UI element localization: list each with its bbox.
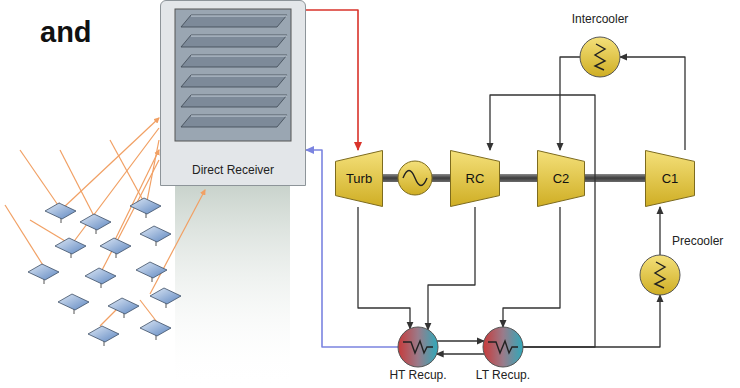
flow-connector <box>428 207 475 330</box>
trapezoid <box>451 151 500 207</box>
node-label: HT Recup. <box>389 368 446 382</box>
plate-highlight <box>191 116 287 117</box>
flow-connector <box>523 295 660 347</box>
plate-highlight <box>191 76 287 77</box>
absorber-plate <box>181 75 287 87</box>
receiver-box: Direct Receiver <box>160 0 306 186</box>
compressor-block: C2 <box>537 150 585 207</box>
exchanger-circle <box>397 326 439 368</box>
circle-outline <box>398 327 438 367</box>
coil-symbol <box>595 44 605 70</box>
heat-exchanger: Intercooler <box>560 12 640 79</box>
node-label: Precooler <box>672 234 723 248</box>
flow-connector <box>437 340 484 341</box>
trapezoid <box>538 151 585 207</box>
flow-connector <box>620 57 685 150</box>
node-label: C1 <box>662 171 679 186</box>
plate-highlight <box>191 16 287 17</box>
coil-symbol <box>655 262 665 288</box>
flow-connector <box>306 150 398 347</box>
receiver-panels <box>161 1 305 147</box>
absorber-plate <box>181 95 287 107</box>
node-label: Turb <box>346 171 372 186</box>
circle-outline <box>640 255 680 295</box>
plate-highlight <box>191 56 287 57</box>
heat-exchanger: LT Recup. <box>468 326 538 382</box>
flow-connector <box>503 207 560 327</box>
exchanger-circle <box>482 326 524 368</box>
coil-symbol <box>403 341 433 353</box>
absorber-plate <box>181 55 287 67</box>
label-group: LT Recup. <box>476 368 530 382</box>
compressor-block: RC <box>450 150 500 207</box>
flow-connector <box>659 207 660 255</box>
label-group: C2 <box>553 171 570 186</box>
label-group: HT Recup. <box>389 368 446 382</box>
label-group: Intercooler <box>572 12 629 26</box>
trapezoid <box>646 151 695 207</box>
heat-exchanger: HT Recup. <box>383 326 453 382</box>
label-group: Direct Receiver <box>161 163 305 177</box>
label-group: C1 <box>662 171 679 186</box>
heat-exchanger: Precooler <box>638 232 738 297</box>
trapezoid <box>336 151 383 207</box>
circle-outline <box>580 37 620 77</box>
label-group: RC <box>466 171 485 186</box>
coil-symbol <box>488 341 518 353</box>
circle-outline <box>483 327 523 367</box>
label-group: Precooler <box>672 234 723 248</box>
flow-connector <box>437 353 485 354</box>
flow-connector <box>358 207 410 329</box>
node-label: Intercooler <box>572 12 629 26</box>
absorber-plate <box>181 115 287 127</box>
absorber-plate <box>181 35 287 47</box>
node-label: C2 <box>553 171 570 186</box>
exchanger-circle <box>639 254 681 296</box>
node-label: LT Recup. <box>476 368 530 382</box>
flow-connector <box>490 95 595 347</box>
exchanger-circle <box>579 36 621 78</box>
flow-connector <box>306 10 358 150</box>
plate-highlight <box>191 36 287 37</box>
plate-highlight <box>191 96 287 97</box>
absorber-plate <box>181 15 287 27</box>
heliostat-field <box>28 198 181 346</box>
receiver-cavity <box>175 9 291 141</box>
tower-column <box>175 186 290 388</box>
flow-connector <box>560 57 580 150</box>
turbine-block: Turb <box>335 150 383 207</box>
label-group: Turb <box>346 171 372 186</box>
node-label: RC <box>466 171 485 186</box>
generator-symbol <box>398 161 432 195</box>
node-label: Direct Receiver <box>161 163 305 177</box>
compressor-block: C1 <box>645 150 695 207</box>
heading: and <box>40 16 92 49</box>
